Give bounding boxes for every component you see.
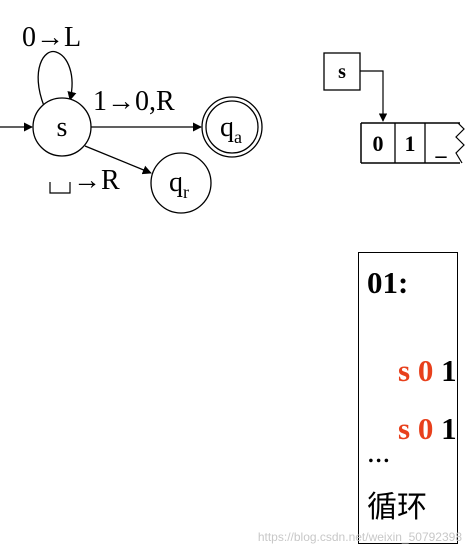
state-reject bbox=[150, 152, 212, 214]
state-accept-inner bbox=[205, 100, 259, 154]
trace-input-line: 01: bbox=[367, 265, 409, 300]
execution-trace-box: 01: s 0 1 s 0 1 ... 循环 bbox=[358, 252, 458, 544]
self-loop-arrow bbox=[37, 50, 77, 107]
trace-step-1-head: 0 bbox=[417, 353, 434, 388]
tape-cell-2: _ bbox=[435, 135, 448, 160]
tape-cell-0: 0 bbox=[373, 131, 384, 156]
transition-to-reject-label: →R bbox=[73, 165, 120, 196]
state-reject-label: qr bbox=[169, 167, 189, 202]
trace-step-2: s 0 1 bbox=[367, 382, 457, 475]
head-state-label: s bbox=[338, 61, 346, 83]
state-s-label: s bbox=[57, 112, 68, 143]
transition-to-reject-arrow bbox=[84, 145, 152, 175]
tape bbox=[360, 122, 465, 164]
watermark: https://blog.csdn.net/weixin_50792398 bbox=[257, 530, 462, 544]
tape-torn-edge bbox=[455, 122, 465, 164]
trace-step-1-state: s bbox=[398, 353, 411, 388]
trace-step-2-state: s bbox=[398, 411, 411, 446]
trace-step-1: s 0 1 bbox=[367, 324, 457, 417]
self-loop-label: 0→L bbox=[22, 22, 81, 53]
head-state-box bbox=[323, 52, 361, 91]
trace-step-2-rest: 1 bbox=[441, 411, 457, 446]
trace-step-2-head: 0 bbox=[417, 411, 434, 446]
state-accept-outer bbox=[201, 96, 263, 158]
head-pointer-arrow bbox=[360, 70, 388, 122]
blank-symbol bbox=[49, 182, 71, 194]
tape-cell-1: 1 bbox=[405, 131, 416, 156]
trace-ellipsis: ... bbox=[367, 434, 391, 469]
state-accept-label: qa bbox=[220, 112, 242, 147]
transition-to-accept-label: 1→0,R bbox=[93, 86, 175, 117]
trace-step-1-rest: 1 bbox=[441, 353, 457, 388]
trace-result: 循环 bbox=[367, 490, 427, 525]
